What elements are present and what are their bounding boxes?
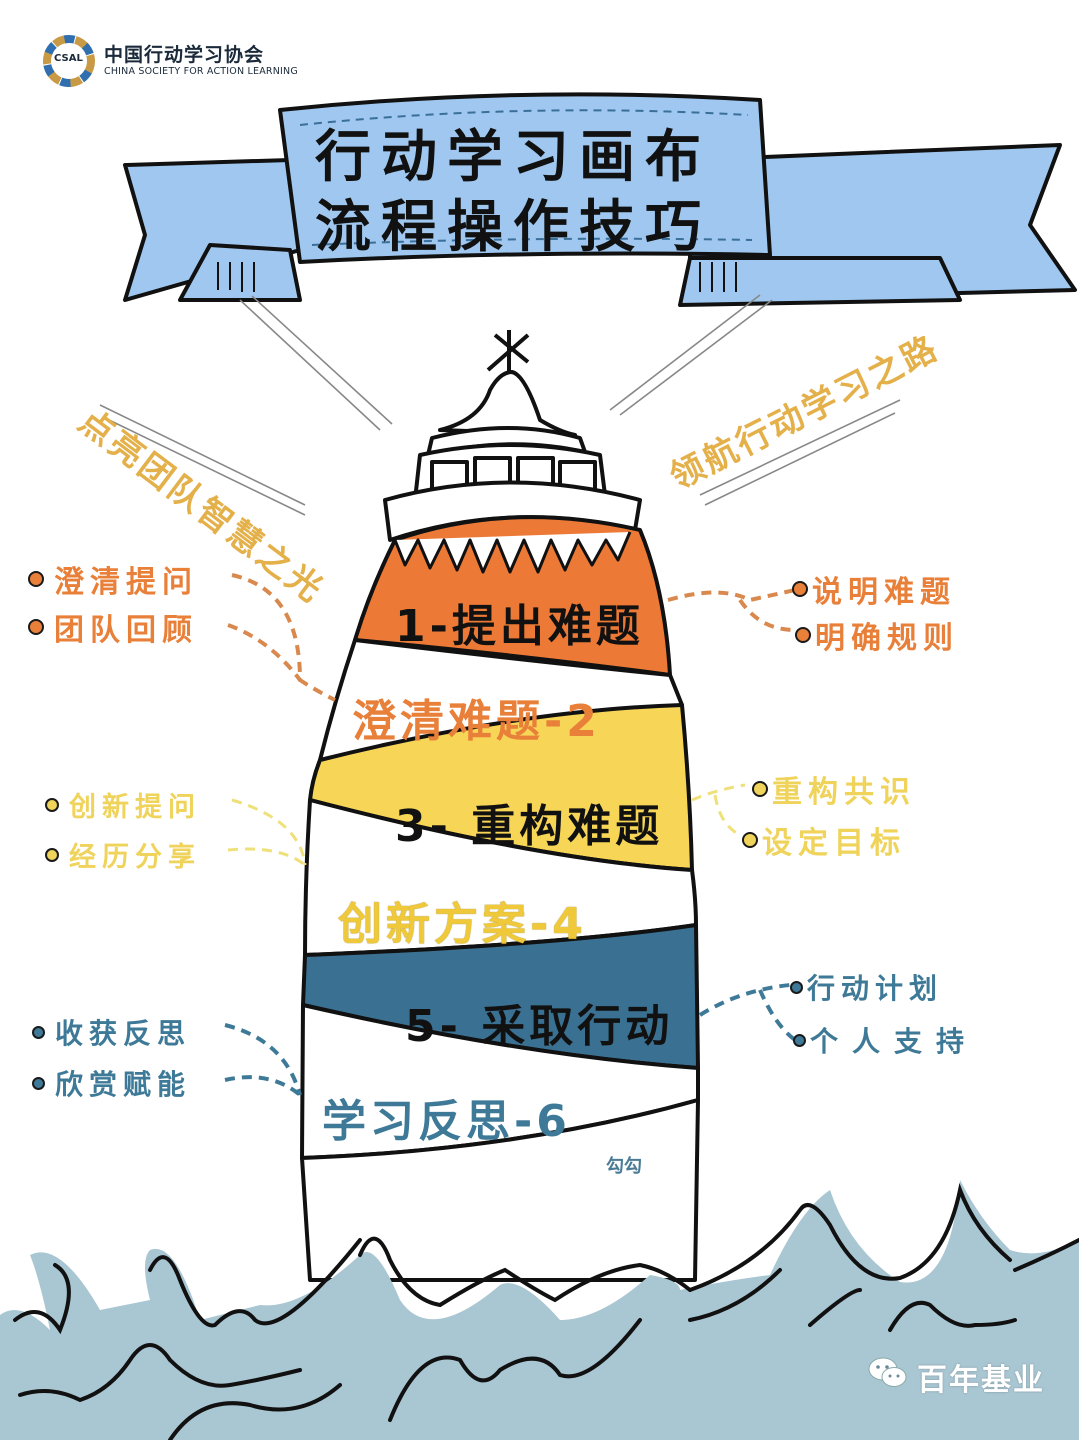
lighthouse-body xyxy=(300,515,700,1282)
title-line-2: 流程操作技巧 xyxy=(315,195,711,260)
step-5-label: 5- 采取行动 xyxy=(405,1001,674,1052)
annotation-left-yellow-2: 经历分享 xyxy=(45,835,201,874)
annotation-text: 行动计划 xyxy=(807,972,944,1005)
annotation-left-orange-1: 澄清提问 xyxy=(28,557,198,601)
bullet-icon xyxy=(45,847,59,862)
annotation-text: 团队回顾 xyxy=(54,613,198,648)
annotation-text: 明确规则 xyxy=(815,621,959,656)
step-4-label: 创新方案-4 xyxy=(338,899,587,950)
logo-name-cn: 中国行动学习协会 xyxy=(104,44,265,66)
step-6-label: 学习反思-6 xyxy=(322,1096,571,1147)
csal-logo-icon: CSAL xyxy=(40,32,98,90)
annotation-text: 设定目标 xyxy=(762,826,906,861)
bullet-icon xyxy=(28,619,44,635)
step-1-label: 1-提出难题 xyxy=(395,601,644,652)
bullet-icon xyxy=(752,781,768,797)
annotation-right-blue-1: 行动计划 xyxy=(790,967,943,1007)
annotation-right-orange-2: 明确规则 xyxy=(795,613,959,657)
step-3-label: 3- 重构难题 xyxy=(395,801,664,852)
annotation-left-blue-2: 欣赏赋能 xyxy=(32,1063,191,1103)
annotation-text: 重构共识 xyxy=(772,775,916,810)
wechat-watermark: 百年基业 xyxy=(867,1355,1045,1399)
bullet-icon xyxy=(790,980,803,994)
bullet-icon xyxy=(792,581,808,597)
annotation-right-yellow-1: 重构共识 xyxy=(752,767,916,811)
annotation-left-orange-2: 团队回顾 xyxy=(28,605,198,649)
annotation-right-orange-1: 说明难题 xyxy=(792,567,956,611)
title-ribbon xyxy=(123,92,1077,307)
annotation-text: 个人支持 xyxy=(810,1025,979,1058)
annotation-text: 说明难题 xyxy=(812,575,956,610)
lighthouse-top xyxy=(383,330,642,542)
wechat-icon xyxy=(867,1355,909,1399)
artist-signature: 勾勾 xyxy=(606,1156,642,1177)
annotation-text: 澄清提问 xyxy=(54,565,198,600)
bullet-icon xyxy=(793,1033,806,1047)
bullet-icon xyxy=(32,1076,45,1090)
logo-name-en: CHINA SOCIETY FOR ACTION LEARNING xyxy=(104,66,298,77)
annotation-text: 收获反思 xyxy=(55,1017,192,1050)
annotation-text: 欣赏赋能 xyxy=(55,1068,192,1101)
bullet-icon xyxy=(795,627,811,643)
annotation-right-blue-2: 个人支持 xyxy=(793,1020,978,1060)
logo-mark-text: CSAL xyxy=(54,53,83,64)
annotation-right-yellow-2: 设定目标 xyxy=(742,818,906,862)
annotation-left-blue-1: 收获反思 xyxy=(32,1012,191,1052)
watermark-text: 百年基业 xyxy=(917,1363,1045,1398)
annotation-left-yellow-1: 创新提问 xyxy=(45,785,201,824)
bullet-icon xyxy=(742,832,758,848)
annotation-text: 创新提问 xyxy=(69,792,201,823)
csal-logo: CSAL 中国行动学习协会 CHINA SOCIETY FOR ACTION L… xyxy=(40,32,298,90)
sea-waves xyxy=(0,1180,1079,1440)
step-2-label: 澄清难题-2 xyxy=(352,696,601,747)
annotation-text: 经历分享 xyxy=(69,842,201,873)
bullet-icon xyxy=(45,797,59,812)
bullet-icon xyxy=(32,1025,45,1039)
bullet-icon xyxy=(28,571,44,587)
title-line-1: 行动学习画布 xyxy=(315,125,711,190)
